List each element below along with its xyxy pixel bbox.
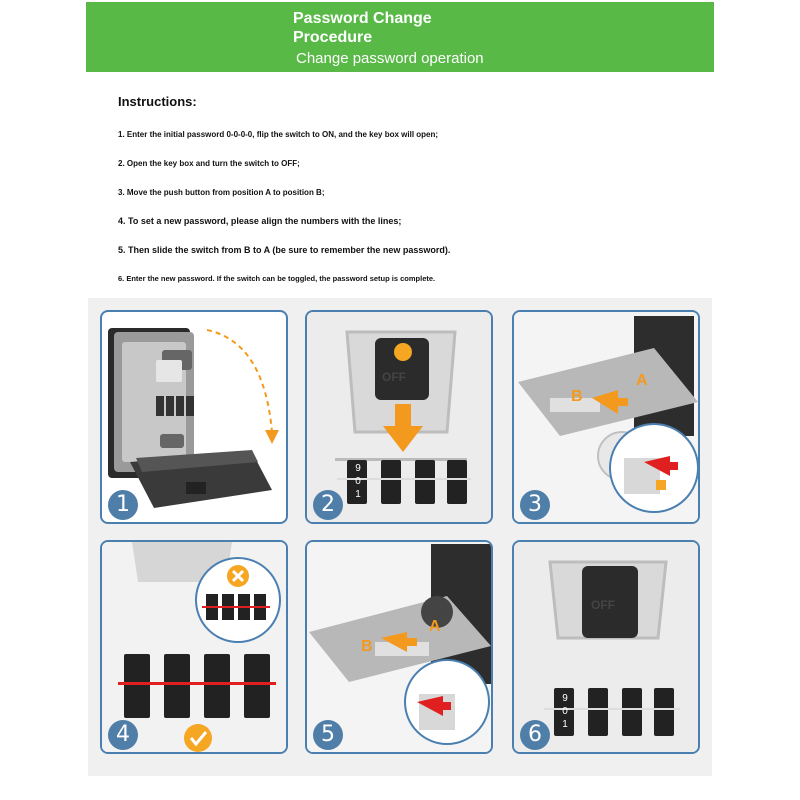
banner-title-line1: Password Change	[293, 10, 432, 27]
header-banner: Password Change Procedure Change passwor…	[86, 2, 714, 72]
label-b: B	[361, 638, 373, 655]
step-number-badge: 5	[313, 720, 343, 750]
instruction-step-2: 2. Open the key box and turn the switch …	[118, 159, 300, 168]
instruction-step-3: 3. Move the push button from position A …	[118, 188, 325, 197]
instruction-step-6: 6. Enter the new password. If the switch…	[118, 274, 436, 283]
banner-title-line2: Procedure	[293, 29, 373, 46]
lockbox-open-illustration	[108, 328, 279, 508]
switch-toggle-complete-illustration	[514, 542, 698, 752]
label-b: B	[571, 388, 583, 405]
switch-off-illustration	[307, 312, 491, 522]
step-number-badge: 3	[520, 490, 550, 520]
instruction-step-1: 1. Enter the initial password 0-0-0-0, f…	[118, 130, 439, 139]
step-panel-1: 1	[100, 310, 288, 524]
instructions-heading: Instructions:	[118, 94, 197, 109]
switch-label: OFF	[591, 598, 615, 612]
instruction-step-5: 5. Then slide the switch from B to A (be…	[118, 245, 451, 255]
instruction-step-4: 4. To set a new password, please align t…	[118, 216, 402, 226]
align-numbers-illustration	[102, 542, 286, 752]
label-a: A	[636, 372, 648, 389]
switch-label: OFF	[382, 370, 406, 384]
step-panel-5: B A 5	[305, 540, 493, 754]
step-number-badge: 2	[313, 490, 343, 520]
push-button-move-illustration	[514, 312, 698, 522]
step-panel-3: B A 3	[512, 310, 700, 524]
step-number-badge: 1	[108, 490, 138, 520]
step-panel-4: 4	[100, 540, 288, 754]
label-a: A	[429, 618, 441, 635]
step-number-badge: 6	[520, 720, 550, 750]
step-number-badge: 4	[108, 720, 138, 750]
slide-switch-illustration	[307, 542, 491, 752]
banner-subtitle: Change password operation	[296, 50, 484, 67]
